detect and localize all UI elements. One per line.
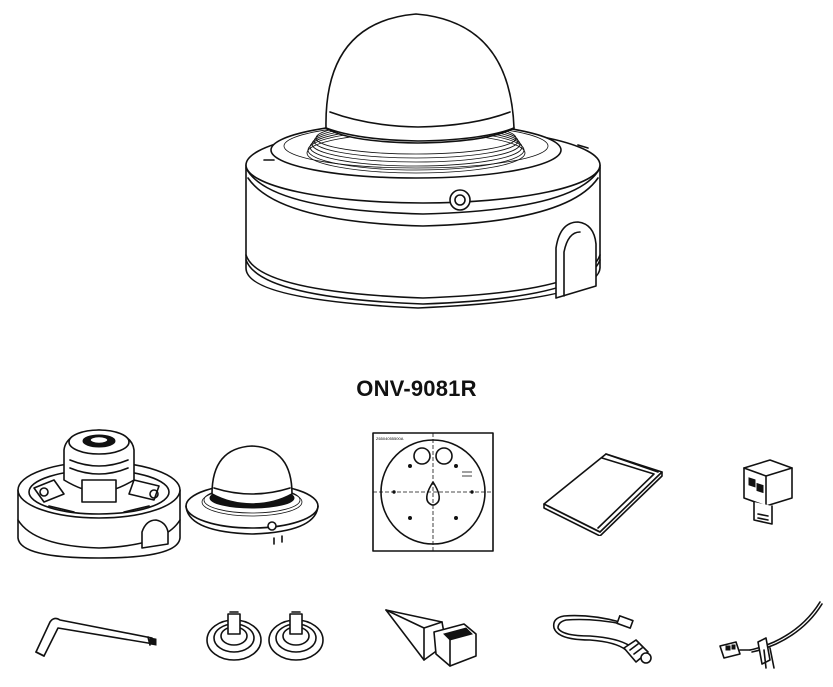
dome-camera-assembled-icon [238, 0, 608, 320]
bnc-cable-icon [550, 610, 656, 670]
template-code: Z6504055500A [376, 436, 404, 441]
model-title: ONV-9081R [356, 376, 477, 401]
power-cable-icon [714, 598, 826, 670]
mounting-template-icon: Z6504055500A [372, 432, 494, 552]
waterproof-cap-tool-icon [384, 604, 480, 670]
rubber-grommets-icon [204, 606, 328, 666]
user-manual-icon [542, 452, 664, 536]
torx-wrench-icon [30, 612, 160, 662]
dome-cover-icon [182, 442, 322, 550]
camera-module-icon [14, 420, 184, 560]
terminal-block-icon [740, 458, 796, 526]
